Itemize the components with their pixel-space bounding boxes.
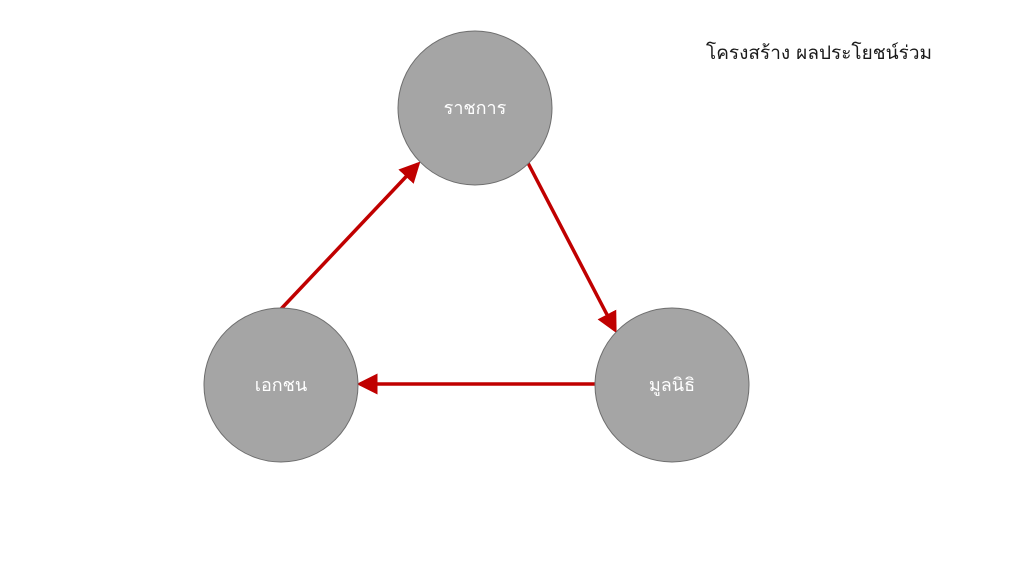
node-label: เอกชน <box>255 375 307 396</box>
diagram-title: โครงสร้าง ผลประโยชน์ร่วม <box>706 42 933 64</box>
node-foundation: มูลนิธิ <box>594 307 750 463</box>
node-label: ราชการ <box>444 98 507 119</box>
arrow-government-to-foundation <box>526 162 617 334</box>
arrow-private-to-government <box>279 161 421 311</box>
node-government: ราชการ <box>397 30 553 186</box>
node-private: เอกชน <box>203 307 359 463</box>
node-label: มูลนิธิ <box>649 375 695 396</box>
